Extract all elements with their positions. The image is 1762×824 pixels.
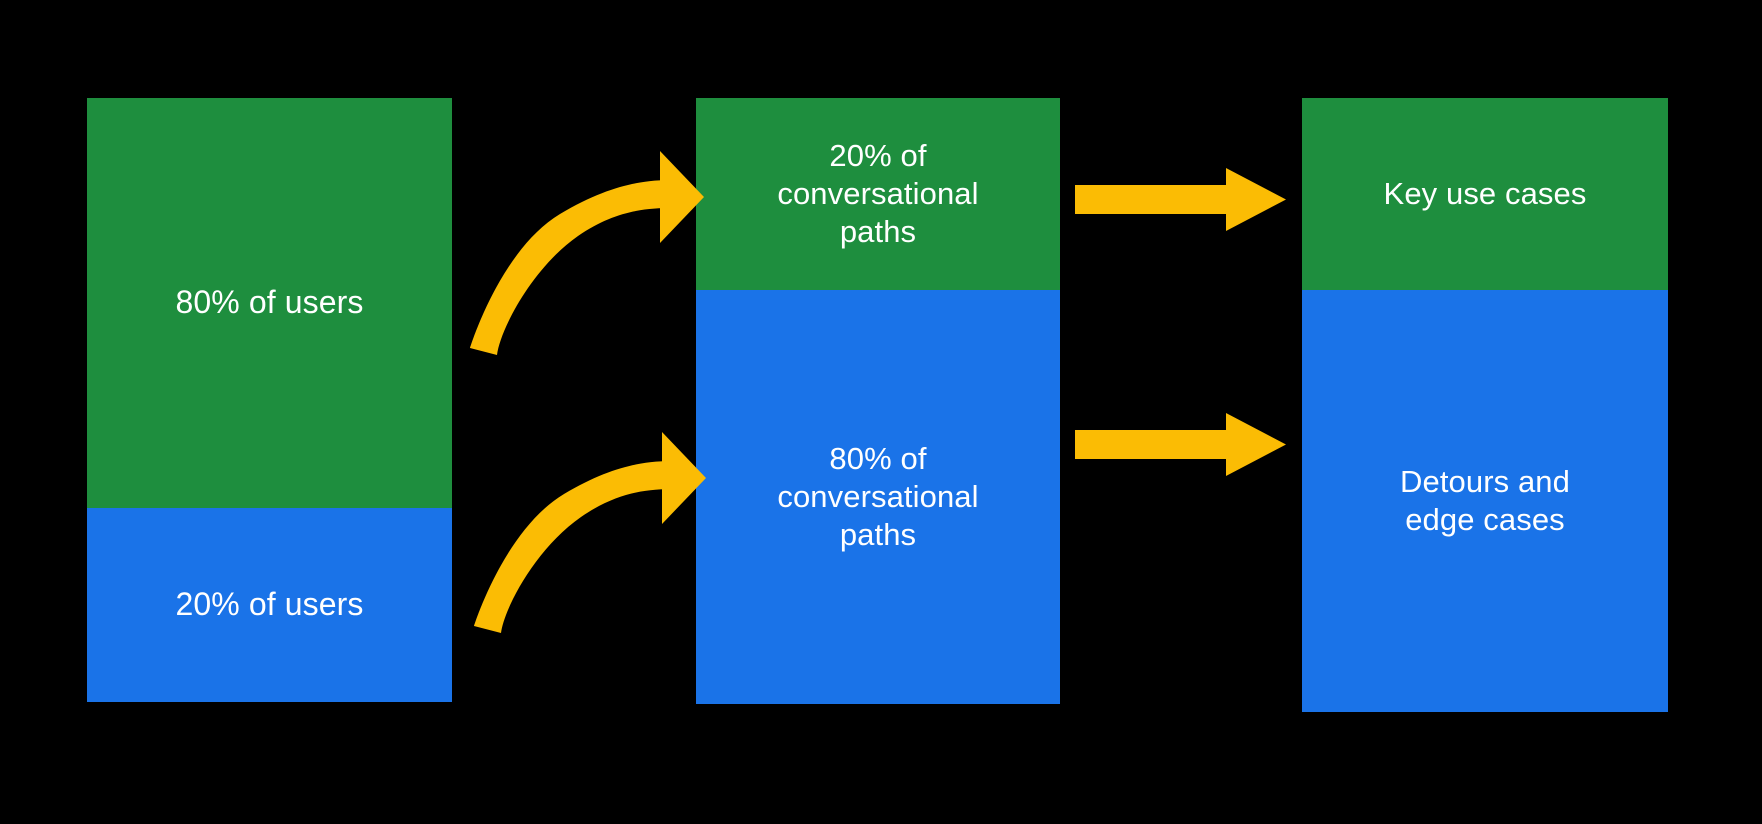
column-users: 80% of users 20% of users — [87, 98, 452, 702]
segment-label-80-conversational-paths: 80% of conversational paths — [777, 441, 979, 552]
column-use-cases: Key use cases Detours and edge cases — [1302, 98, 1668, 712]
segment-users-blue: 20% of users — [87, 508, 452, 702]
segment-label-80-users: 80% of users — [175, 284, 364, 321]
segment-label-detours-edge-cases: Detours and edge cases — [1400, 464, 1570, 537]
curved-arrow-users-to-bottom-paths-icon — [474, 432, 706, 633]
segment-label-20-conversational-paths: 20% of conversational paths — [777, 138, 979, 249]
column-conversational-paths: 20% of conversational paths 80% of conve… — [696, 98, 1060, 704]
segment-paths-green: 20% of conversational paths — [696, 98, 1060, 290]
segment-label-key-use-cases: Key use cases — [1383, 176, 1587, 212]
straight-arrow-paths-to-key-use-cases-icon — [1075, 168, 1286, 231]
segment-users-green: 80% of users — [87, 98, 452, 508]
segment-cases-green: Key use cases — [1302, 98, 1668, 290]
segment-label-20-users: 20% of users — [175, 586, 364, 623]
curved-arrow-users-to-top-paths-icon — [470, 151, 704, 355]
straight-arrow-paths-to-detours-icon — [1075, 413, 1286, 476]
segment-cases-blue: Detours and edge cases — [1302, 290, 1668, 712]
segment-paths-blue: 80% of conversational paths — [696, 290, 1060, 704]
